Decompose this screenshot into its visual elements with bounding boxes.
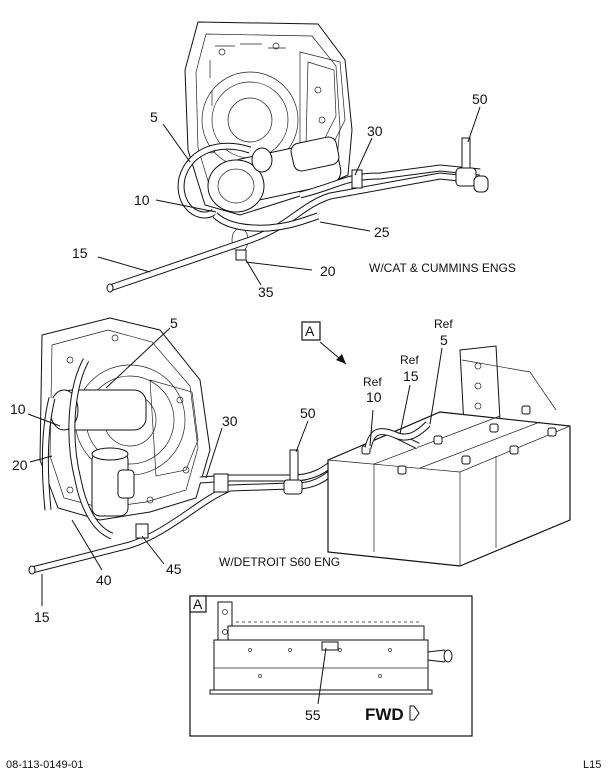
callout-45: 45 [166,561,182,577]
top-engine-assembly [184,21,353,253]
doc-number: 08-113-0149-01 [6,759,84,771]
callout-30: 30 [367,123,383,139]
callout-15: 15 [34,609,50,625]
ref-label-15: Ref [400,353,419,367]
callout-15: 15 [72,245,88,261]
callout-10: 10 [10,401,26,417]
ref-callout-5: 5 [440,332,448,348]
inset-marker-label: A [193,596,203,612]
callout-5: 5 [170,315,178,331]
fwd-label: FWD [365,705,404,724]
bottom-leaders [27,327,443,606]
callout-5: 5 [150,109,158,125]
bottom-view-caption: W/DETROIT S60 ENG [219,555,340,569]
callout-20: 20 [320,263,336,279]
top-cables [106,137,489,293]
callout-35: 35 [258,284,274,300]
view-marker-a: A [301,321,347,365]
callout-10: 10 [134,192,150,208]
callout-50: 50 [472,91,488,107]
callout-30: 30 [222,413,238,429]
callout-40: 40 [96,572,112,588]
battery-box [327,345,571,567]
ref-callouts: Ref 10 Ref 15 Ref 5 [363,317,453,405]
bottom-cables [28,358,348,575]
ref-label-5: Ref [434,317,453,331]
bottom-engine-assembly [39,317,211,521]
top-callouts: 5 10 15 20 25 30 35 50 [72,91,488,300]
top-leaders [97,106,481,286]
page-code: L15 [583,759,602,771]
view-marker-label: A [305,323,315,339]
fwd-arrow-icon [409,705,420,721]
callout-50: 50 [300,405,316,421]
ref-callout-15: 15 [403,368,419,384]
callout-20: 20 [12,457,28,473]
top-view-caption: W/CAT & CUMMINS ENGS [369,261,516,275]
inset-view-a: A 55 FWD [189,595,473,737]
ref-label-10: Ref [363,375,382,389]
callout-25: 25 [374,224,390,240]
inset-callout-55: 55 [305,707,321,723]
ref-callout-10: 10 [366,389,382,405]
bottom-callouts: 5 10 20 30 50 40 45 15 [10,315,316,625]
